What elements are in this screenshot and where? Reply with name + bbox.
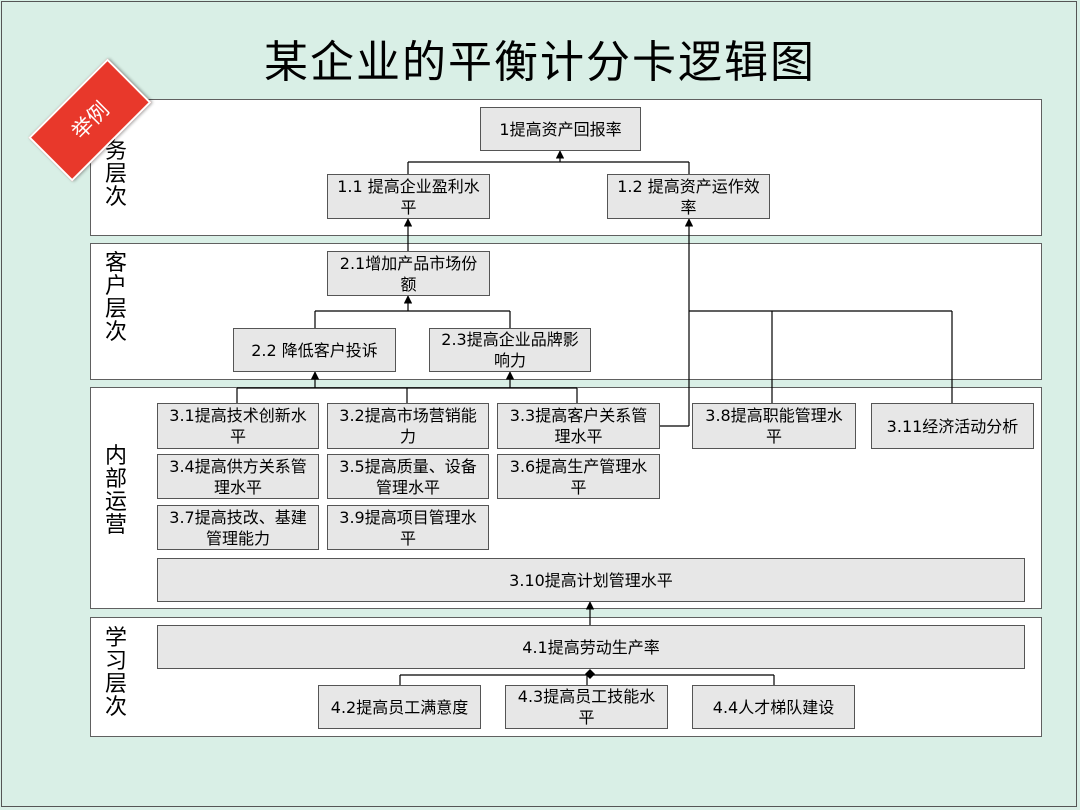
- node-3-1: 3.1提高技术创新水平: [157, 403, 319, 449]
- node-1-1-profitability: 1.1 提高企业盈利水平: [327, 174, 490, 219]
- internal-layer-label: 内部运营: [104, 444, 127, 538]
- node-3-10: 3.10提高计划管理水平: [157, 558, 1025, 602]
- node-4-1: 4.1提高劳动生产率: [157, 625, 1025, 669]
- node-2-1-market-share: 2.1增加产品市场份额: [327, 251, 490, 296]
- node-4-3: 4.3提高员工技能水平: [505, 685, 668, 729]
- node-3-8: 3.8提高职能管理水平: [692, 403, 856, 449]
- financial-layer-label: 务层次: [104, 139, 127, 210]
- node-2-3-brand: 2.3提高企业品牌影响力: [429, 328, 591, 372]
- learning-layer-label: 学习层次: [104, 626, 127, 720]
- node-1-asset-return: 1提高资产回报率: [480, 107, 641, 151]
- customer-layer-label: 客户层次: [104, 251, 127, 345]
- node-3-2: 3.2提高市场营销能力: [327, 403, 489, 449]
- node-3-5: 3.5提高质量、设备管理水平: [327, 454, 489, 499]
- node-3-9: 3.9提高项目管理水平: [327, 505, 489, 550]
- node-3-11: 3.11经济活动分析: [871, 403, 1034, 449]
- node-3-3: 3.3提高客户关系管理水平: [497, 403, 660, 449]
- page-title: 某企业的平衡计分卡逻辑图: [264, 37, 816, 88]
- node-2-2-complaints: 2.2 降低客户投诉: [233, 328, 396, 372]
- node-3-7: 3.7提高技改、基建管理能力: [157, 505, 319, 550]
- node-4-2: 4.2提高员工满意度: [318, 685, 481, 729]
- node-1-2-asset-efficiency: 1.2 提高资产运作效率: [607, 174, 770, 219]
- node-3-6: 3.6提高生产管理水平: [497, 454, 660, 499]
- node-4-4: 4.4人才梯队建设: [692, 685, 855, 729]
- node-3-4: 3.4提高供方关系管理水平: [157, 454, 319, 499]
